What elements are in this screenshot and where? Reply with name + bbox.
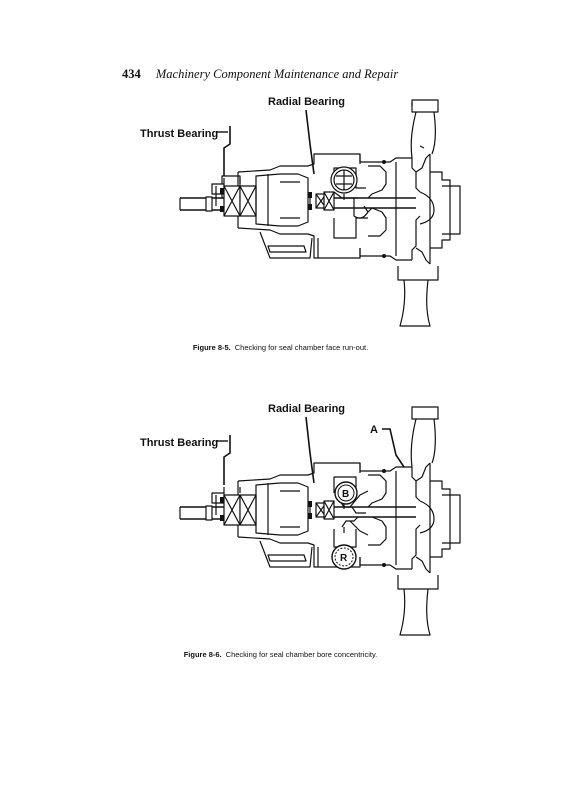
figure-8-6-caption: Figure 8-6.Checking for seal chamber bor… (0, 650, 561, 659)
page-number: 434 (122, 67, 141, 81)
label-radial-bearing: Radial Bearing (268, 96, 345, 108)
figure-8-6: B R Radial Bearing Thrust Bearing A (120, 395, 480, 650)
label-r: R (340, 553, 348, 564)
a-leader (382, 428, 405, 468)
label-thrust-bearing: Thrust Bearing (140, 128, 218, 140)
pump-drawing-face-runout: Radial Bearing Thrust Bearing (140, 96, 461, 327)
radial-bearing-leader (305, 109, 315, 175)
dial-indicator-b: B (334, 481, 358, 505)
figure-8-5-caption-label: Figure 8-5. (192, 343, 231, 352)
label-a: A (370, 424, 378, 436)
thrust-bearing-leader (223, 435, 231, 485)
label-thrust-bearing: Thrust Bearing (140, 437, 218, 449)
figure-8-6-caption-text: Checking for seal chamber bore concentri… (225, 650, 378, 659)
pump-drawing-bore-concentricity: B R Radial Bearing Thrust Bearing A (140, 403, 461, 636)
figure-8-5-caption-text: Checking for seal chamber face run-out. (234, 343, 369, 352)
label-radial-bearing: Radial Bearing (268, 403, 345, 415)
label-b: B (342, 489, 349, 500)
dial-indicator-r: R (331, 544, 357, 570)
figure-8-6-caption-label: Figure 8-6. (183, 650, 222, 659)
thrust-bearing-leader (223, 126, 231, 176)
figure-8-5: Radial Bearing Thrust Bearing (120, 88, 480, 340)
running-title: Machinery Component Maintenance and Repa… (155, 67, 399, 81)
figure-8-5-caption: Figure 8-5.Checking for seal chamber fac… (0, 343, 561, 352)
radial-bearing-leader (305, 416, 315, 484)
running-header: 434 Machinery Component Maintenance and … (122, 67, 398, 82)
